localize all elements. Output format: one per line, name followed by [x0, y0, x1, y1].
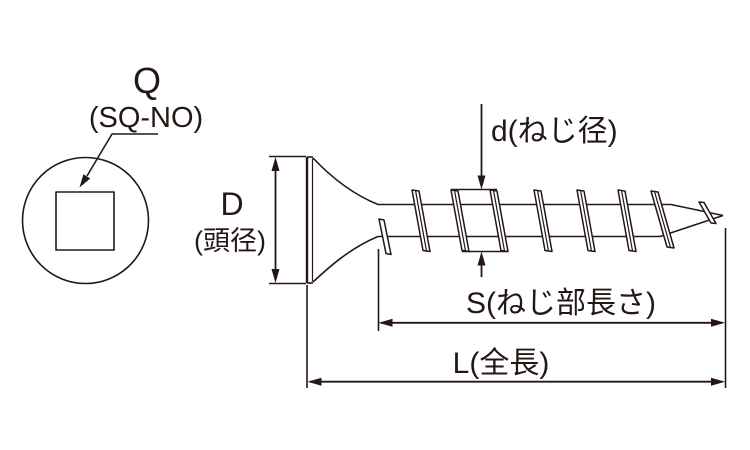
drive-leader-line — [86, 133, 158, 177]
screw-side-view — [305, 156, 724, 331]
thread-fin-face-line — [579, 190, 593, 252]
tip-top-line — [670, 203, 724, 217]
arrowhead-right — [711, 318, 725, 327]
thread-fins — [378, 189, 717, 256]
dimension-head-diameter: D (頭径) — [194, 155, 306, 285]
drive-leader-arrowhead — [79, 174, 91, 188]
thread-length-label: S(ねじ部長さ) — [466, 287, 656, 320]
arrowhead-down — [271, 269, 280, 283]
thread-fin-face-line — [620, 190, 634, 252]
arrowhead-up — [271, 157, 280, 171]
arrowhead-right — [711, 377, 725, 386]
dimension-overall-length: L(全長) — [306, 228, 727, 388]
thread-fin-start — [378, 218, 392, 256]
square-recess — [55, 191, 115, 251]
drive-symbol-label: Q — [133, 60, 161, 101]
thread-fin-face-line — [453, 190, 467, 252]
dimension-thread-length: S(ねじ部長さ) — [378, 287, 725, 327]
drive-note-label: (SQ-NO) — [89, 102, 203, 134]
head-circle — [21, 156, 150, 285]
head-diameter-note-label: (頭径) — [194, 226, 266, 256]
arrowhead-down — [477, 175, 486, 190]
arrowhead-left — [307, 377, 322, 386]
arrowhead-left — [378, 318, 393, 327]
overall-length-label: L(全長) — [453, 347, 550, 380]
thread-fin-tip — [698, 201, 717, 225]
thread-diameter-label: d(ねじ径) — [491, 115, 618, 148]
arrowhead-up — [477, 251, 486, 266]
thread-fin-face-line — [536, 190, 550, 252]
thread-fin-face-line — [492, 190, 506, 252]
square-drive-view: Q (SQ-NO) — [21, 60, 203, 285]
dimension-thread-diameter: d(ねじ径) — [477, 104, 618, 277]
head-top-curve — [312, 157, 379, 206]
thread-fin-face-line — [653, 191, 672, 248]
thread-fin-face-line — [414, 190, 428, 252]
head-diameter-symbol-label: D — [220, 186, 243, 222]
head-bottom-curve — [312, 235, 379, 283]
